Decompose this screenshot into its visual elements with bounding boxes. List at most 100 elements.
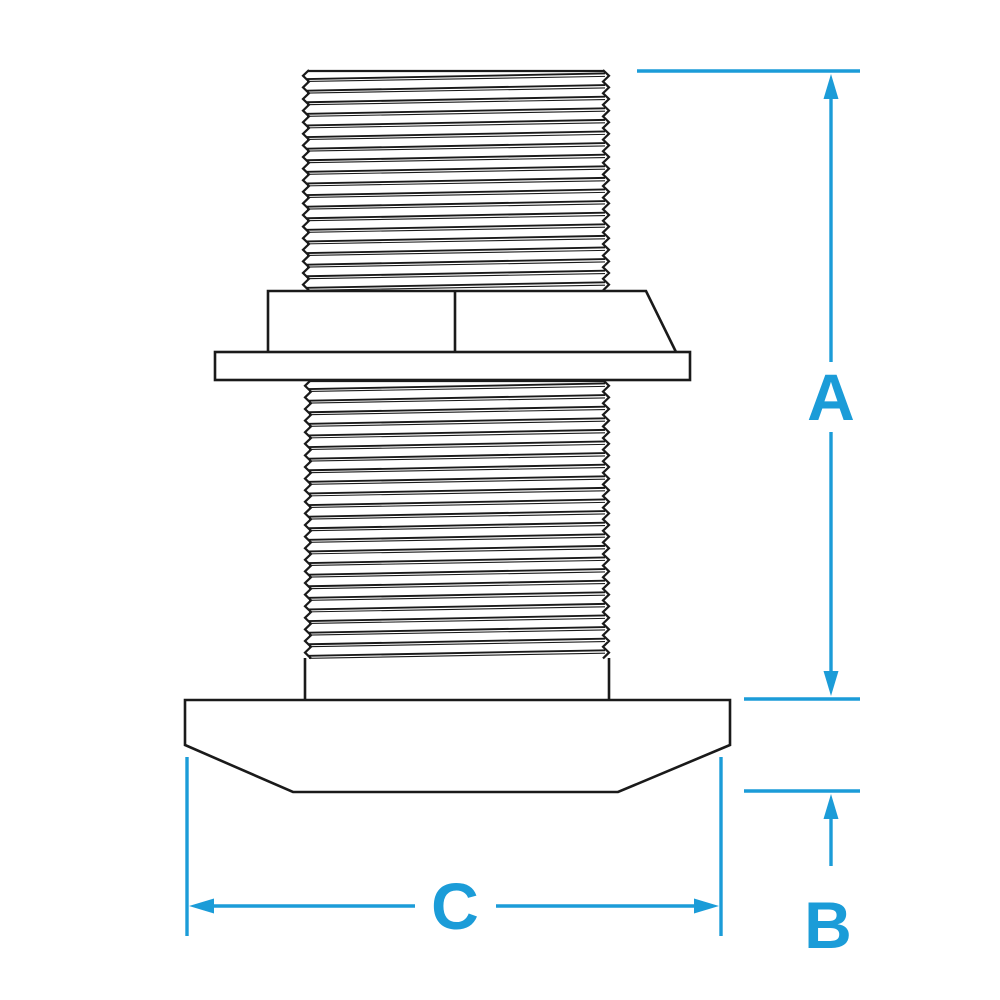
dim-label-a: A	[807, 360, 855, 434]
thread-line	[306, 246, 606, 254]
thread-line	[306, 191, 606, 199]
thread-line	[306, 200, 606, 208]
thread-line	[301, 69, 311, 292]
dim-b-arrow-up	[823, 794, 839, 819]
thread-line	[306, 234, 606, 243]
thread-line	[308, 498, 606, 506]
thread-line	[308, 583, 606, 590]
thread-line	[306, 168, 606, 175]
thread-line	[306, 87, 606, 94]
thread-line	[306, 258, 606, 266]
dim-a-arrow-down	[823, 671, 839, 696]
thread-line	[308, 559, 606, 567]
thread-line	[306, 130, 606, 138]
thread-line	[308, 548, 606, 555]
thread-line	[306, 142, 606, 150]
thread-line	[308, 397, 606, 404]
thread-line	[306, 110, 606, 117]
thread-line	[306, 107, 606, 115]
thread-line	[308, 443, 606, 451]
dim-label-b: B	[804, 888, 852, 962]
thread-line	[308, 525, 606, 532]
thread-line	[306, 118, 606, 127]
thread-line	[306, 180, 606, 187]
thread-line	[306, 99, 606, 106]
thread-line	[308, 649, 606, 657]
thread-line	[308, 606, 606, 613]
thread-line	[306, 95, 606, 104]
thread-line	[308, 568, 606, 576]
thread-line	[308, 652, 606, 659]
thread-line	[306, 165, 606, 173]
thread-line	[306, 261, 606, 268]
thread-line	[308, 533, 606, 541]
thread-line	[308, 571, 606, 578]
base-flange	[183, 698, 732, 794]
thread-line	[308, 629, 606, 636]
thread-line	[306, 211, 606, 220]
thread-line	[308, 591, 606, 599]
thread-line	[308, 478, 606, 485]
thread-line	[308, 420, 606, 427]
thread-line	[306, 75, 606, 83]
thread-line	[306, 145, 606, 152]
thread-line	[306, 284, 606, 291]
thread-line	[308, 579, 606, 588]
hex-nut	[266, 289, 678, 353]
thread-line	[306, 84, 606, 92]
thread-line	[308, 432, 606, 439]
thread-line	[308, 440, 606, 448]
thread-line	[308, 394, 606, 402]
thread-line	[306, 238, 606, 245]
thread-line	[306, 281, 606, 289]
thread-line	[308, 626, 606, 634]
thread-line	[308, 641, 606, 648]
thread-line	[306, 269, 606, 278]
shank-band	[303, 658, 611, 700]
thread-line	[308, 475, 606, 483]
thread-line	[308, 501, 606, 509]
dim-c-arrow-right	[694, 898, 719, 914]
thread-line	[308, 602, 606, 611]
thread-line	[306, 223, 606, 231]
thread-line	[308, 544, 606, 553]
thread-line	[308, 467, 606, 474]
thread-line	[308, 409, 606, 416]
thread-line	[306, 273, 606, 280]
thread-line	[308, 556, 606, 564]
thread-line	[308, 428, 606, 437]
thread-line	[308, 617, 606, 625]
dim-c-arrow-left	[189, 898, 214, 914]
thread-line	[308, 455, 606, 462]
thread-line	[306, 72, 606, 80]
thread-line	[308, 452, 606, 460]
thread-line	[308, 510, 606, 518]
fitting-body	[183, 289, 732, 794]
thread-line	[308, 405, 606, 414]
dim-a-arrow-up	[823, 74, 839, 99]
thread-line	[306, 133, 606, 141]
thread-line	[306, 122, 606, 129]
thread-line	[306, 157, 606, 164]
thread-line	[308, 536, 606, 543]
thread-line	[308, 382, 606, 390]
thread-line	[308, 614, 606, 622]
lower-thread-section	[303, 379, 611, 660]
thread-line	[308, 490, 606, 497]
thread-line	[308, 521, 606, 530]
thread-line	[308, 486, 606, 495]
thread-line	[601, 69, 611, 292]
thread-line	[306, 226, 606, 233]
thread-line	[306, 153, 606, 162]
thread-line	[308, 385, 606, 393]
upper-thread-section	[301, 69, 611, 292]
thread-line	[308, 513, 606, 520]
dim-label-c: C	[431, 869, 479, 943]
thread-line	[308, 637, 606, 646]
thread-line	[601, 379, 611, 660]
thread-line	[306, 188, 606, 196]
thread-line	[306, 203, 606, 210]
thread-line	[308, 594, 606, 601]
thread-line	[306, 176, 606, 185]
